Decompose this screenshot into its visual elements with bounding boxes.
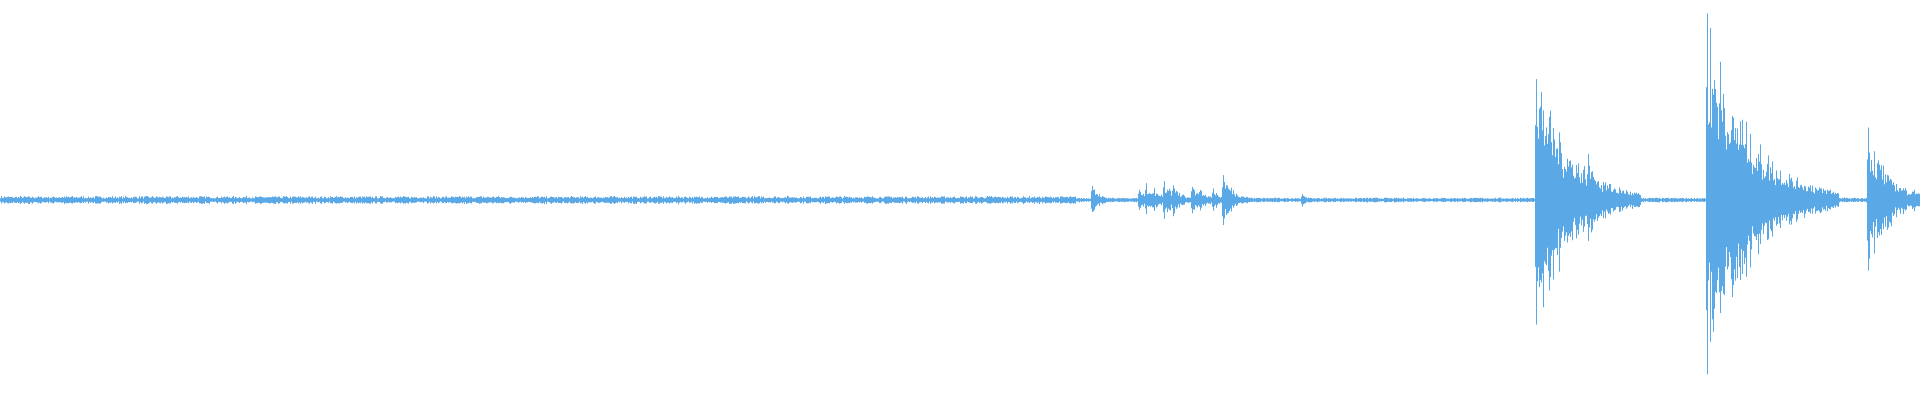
- waveform-samples: [0, 13, 1920, 375]
